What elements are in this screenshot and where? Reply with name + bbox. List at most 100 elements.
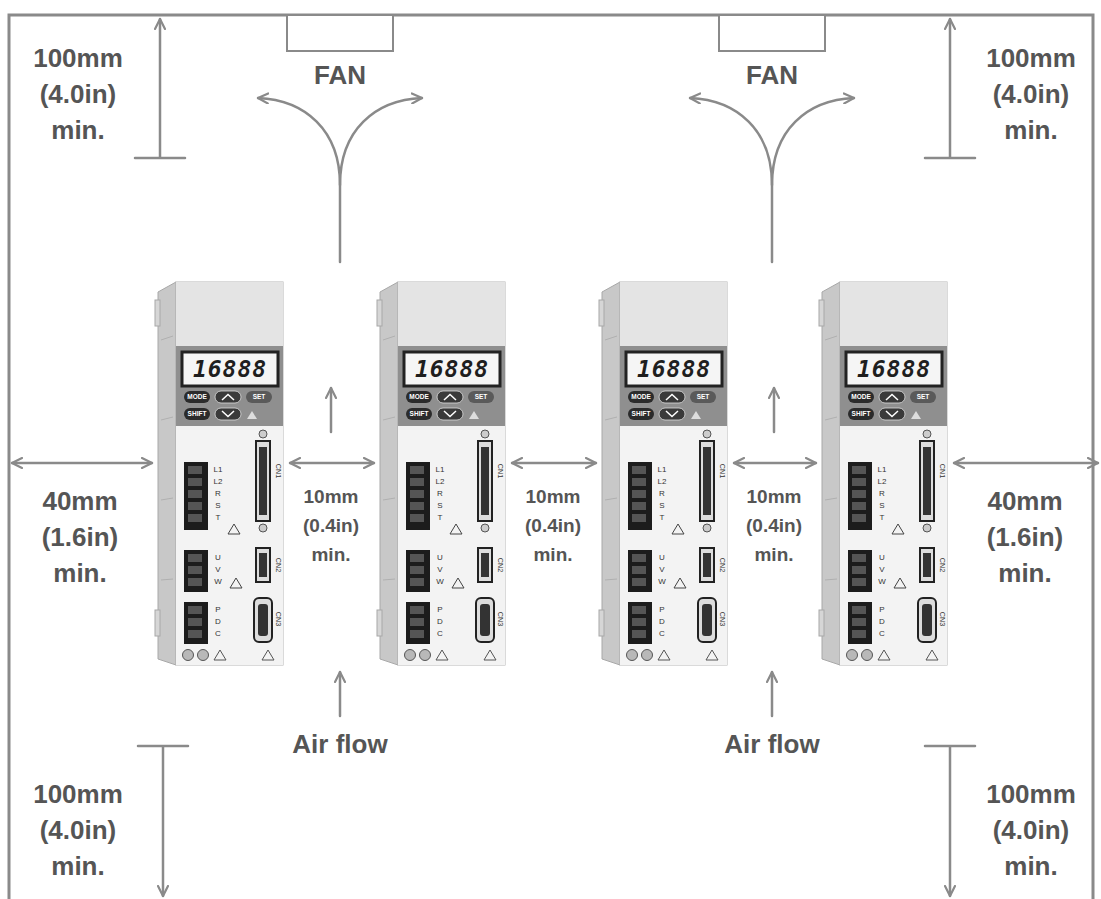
clearance-dimension: 100mm (4.0in) min. [22,776,134,884]
terminal-name: T [654,512,670,523]
clearance-dimension: 10mm (0.4in) min. [299,482,363,569]
terminal-name: S [210,500,226,511]
fan-unit: FAN [276,10,404,90]
terminal-name-box: W [210,576,226,587]
terminal-name-box: P [210,604,226,615]
terminal-name-box: L2 [432,476,448,487]
terminal-name: W [210,576,226,587]
terminal-name-box: D [654,616,670,627]
terminal-name-box: D [210,616,226,627]
button-label-box: MODE [628,391,654,403]
dimension-arrows [12,19,1098,896]
button-label: MODE [848,391,874,403]
terminal-name-box: W [874,576,890,587]
button-label: MODE [628,391,654,403]
terminal-name: D [432,616,448,627]
fan-label: FAN [708,60,836,90]
terminal-name: T [874,512,890,523]
connector-name-box: CN3 [495,607,505,631]
clearance-dimension-box: 100mm (4.0in) min. [975,40,1087,148]
terminal-name: R [654,488,670,499]
connector-name: CN1 [717,459,727,483]
connector-name-box: CN3 [273,607,283,631]
terminal-name-box: L1 [874,464,890,475]
terminal-name-box: L2 [874,476,890,487]
terminal-name: L2 [874,476,890,487]
terminal-name: U [874,552,890,563]
button-label: SHIFT [406,408,432,420]
button-label-box: SET [246,391,272,403]
connector-name: CN3 [717,607,727,631]
terminal-name: V [432,564,448,575]
clearance-dimension-box: 10mm (0.4in) min. [299,482,363,569]
connector-name-box: CN2 [937,553,947,577]
terminal-name: L2 [210,476,226,487]
terminal-name: R [210,488,226,499]
clearance-dimension-box: 10mm (0.4in) min. [742,482,806,569]
connector-name-box: CN2 [273,553,283,577]
connector-name-box: CN1 [937,459,947,483]
clearance-dimension-box: 40mm (1.6in) min. [30,483,130,591]
connector-name: CN2 [495,553,505,577]
button-label: SHIFT [184,408,210,420]
terminal-name-box: W [654,576,670,587]
clearance-dimension: 10mm (0.4in) min. [521,482,585,569]
terminal-name-box: R [432,488,448,499]
clearance-dimension-box: 100mm (4.0in) min. [22,776,134,884]
servo-drive [377,282,505,665]
terminal-name: R [432,488,448,499]
terminal-name-box: V [210,564,226,575]
airflow-label-box: Air flow [285,728,395,760]
terminal-name: U [654,552,670,563]
enclosure-frame [9,15,1093,899]
button-label-box: SET [910,391,936,403]
connector-name: CN3 [495,607,505,631]
connector-name-box: CN1 [495,459,505,483]
terminal-name-box: S [654,500,670,511]
connector-name-box: CN3 [717,607,727,631]
display-readout-box: 16888 [626,354,722,384]
terminal-name-box: D [432,616,448,627]
connector-name: CN3 [937,607,947,631]
terminal-name-box: C [874,628,890,639]
terminal-name: V [210,564,226,575]
terminal-name-box: C [210,628,226,639]
connector-name-box: CN1 [717,459,727,483]
terminal-name: P [654,604,670,615]
terminal-name: T [432,512,448,523]
terminal-name-box: L1 [432,464,448,475]
terminal-name: L2 [654,476,670,487]
terminal-name: S [432,500,448,511]
button-label-box: SET [690,391,716,403]
terminal-name: T [210,512,226,523]
terminal-name: L2 [432,476,448,487]
terminal-name-box: C [432,628,448,639]
servo-drive [599,282,727,665]
terminal-name: L1 [432,464,448,475]
clearance-dimension: 40mm (1.6in) min. [975,483,1075,591]
terminal-name: L1 [654,464,670,475]
button-label: SHIFT [628,408,654,420]
terminal-name: L1 [210,464,226,475]
terminal-name: S [654,500,670,511]
terminal-name-box: C [654,628,670,639]
terminal-name: V [654,564,670,575]
button-label-box: SHIFT [184,408,210,420]
terminal-name-box: P [654,604,670,615]
terminal-name-box: L1 [654,464,670,475]
terminal-name-box: T [432,512,448,523]
terminal-name-box: R [874,488,890,499]
terminal-name-box: U [654,552,670,563]
connector-name-box: CN2 [495,553,505,577]
terminal-name-box: L1 [210,464,226,475]
fan-label: FAN [276,60,404,90]
button-label-box: SHIFT [628,408,654,420]
clearance-dimension-box: 100mm (4.0in) min. [975,776,1087,884]
connector-name: CN1 [495,459,505,483]
connector-name-box: CN1 [273,459,283,483]
terminal-name: C [432,628,448,639]
terminal-name-box: U [874,552,890,563]
display-readout-box: 16888 [404,354,500,384]
terminal-name-box: P [432,604,448,615]
